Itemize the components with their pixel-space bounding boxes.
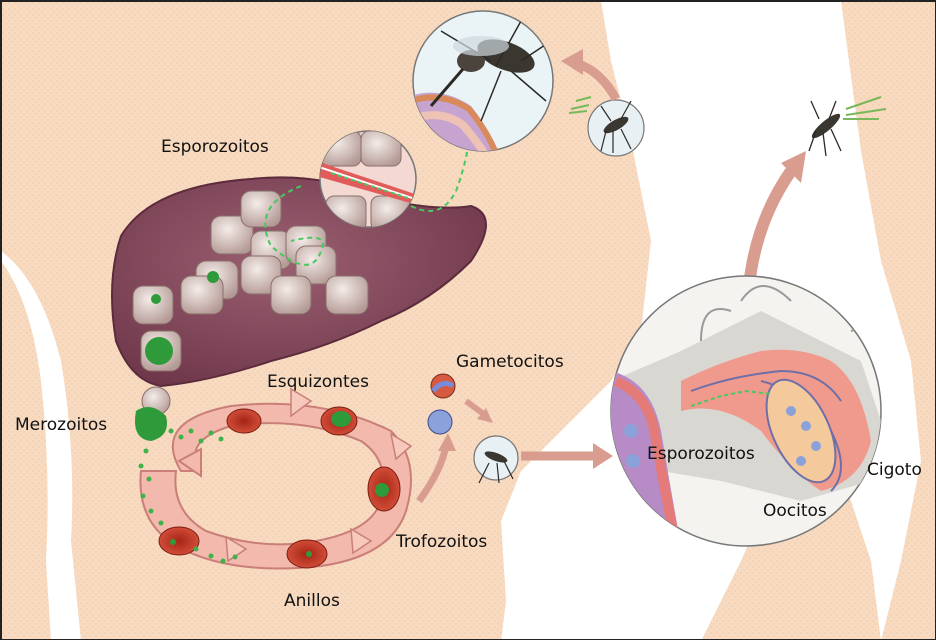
label-esquizontes: Esquizontes [267,374,369,391]
label-esporozoitos-mosquito: Esporozoitos [647,446,755,463]
mosquito-gut-circle [611,276,881,546]
label-anillos: Anillos [284,593,340,610]
label-cigoto: Cigoto [867,462,922,479]
label-merozoitos: Merozoitos [15,417,107,434]
arrow-head-gut [593,443,613,469]
label-trofozoitos: Trofozoitos [396,534,487,551]
label-gametocitos: Gametocitos [456,354,564,371]
arrow-to-mosquito [749,171,791,286]
label-esporozoitos-liver: Esporozoitos [161,139,269,156]
label-oocitos: Oocitos [763,503,827,520]
small-mosquito-circle [588,100,644,156]
